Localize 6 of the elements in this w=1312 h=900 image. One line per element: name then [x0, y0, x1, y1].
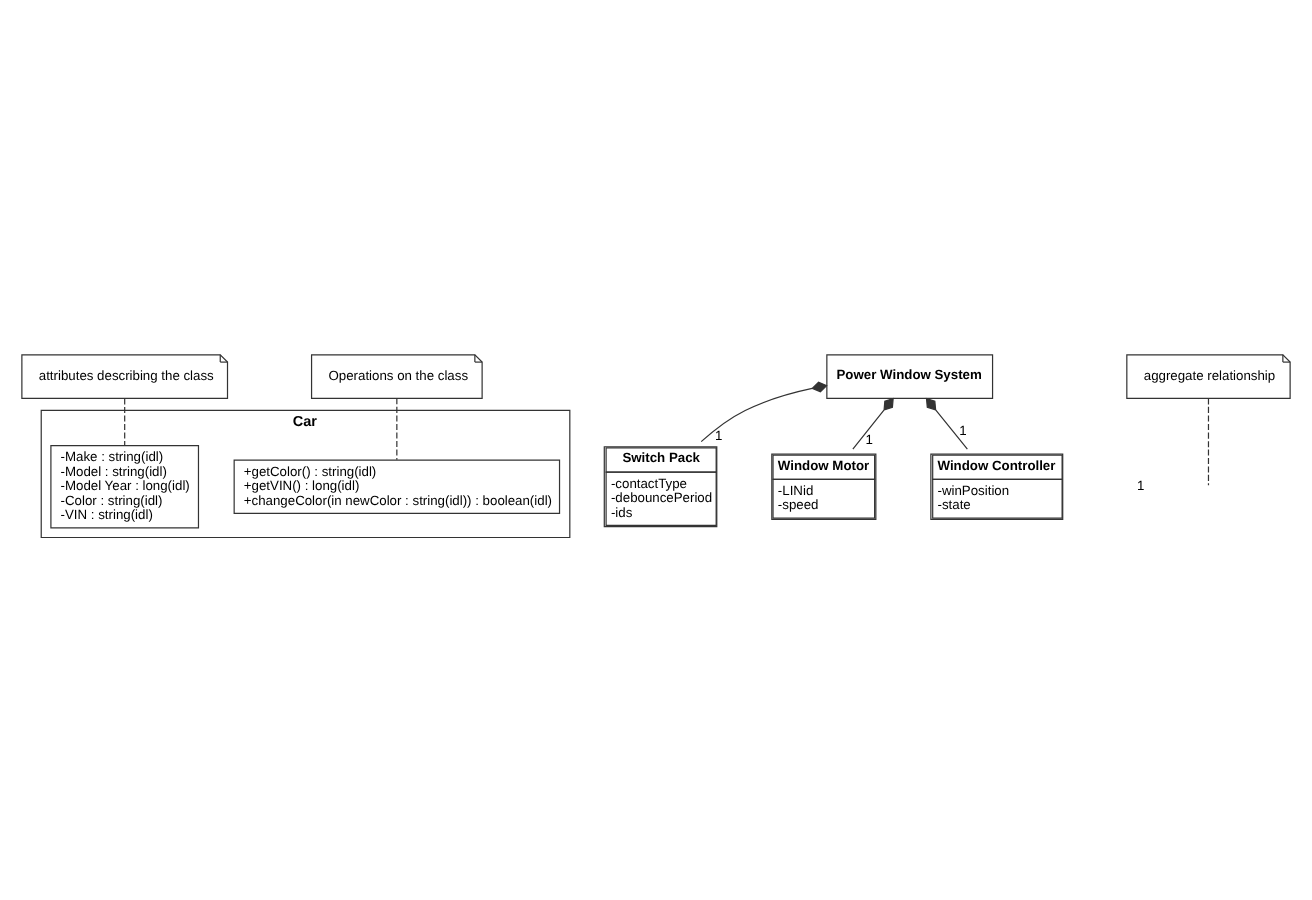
connector: [852, 396, 894, 449]
connector: [925, 396, 968, 449]
connector: [124, 396, 126, 445]
connector: [1207, 396, 1210, 485]
connector: [700, 380, 828, 442]
connector: [396, 396, 398, 460]
